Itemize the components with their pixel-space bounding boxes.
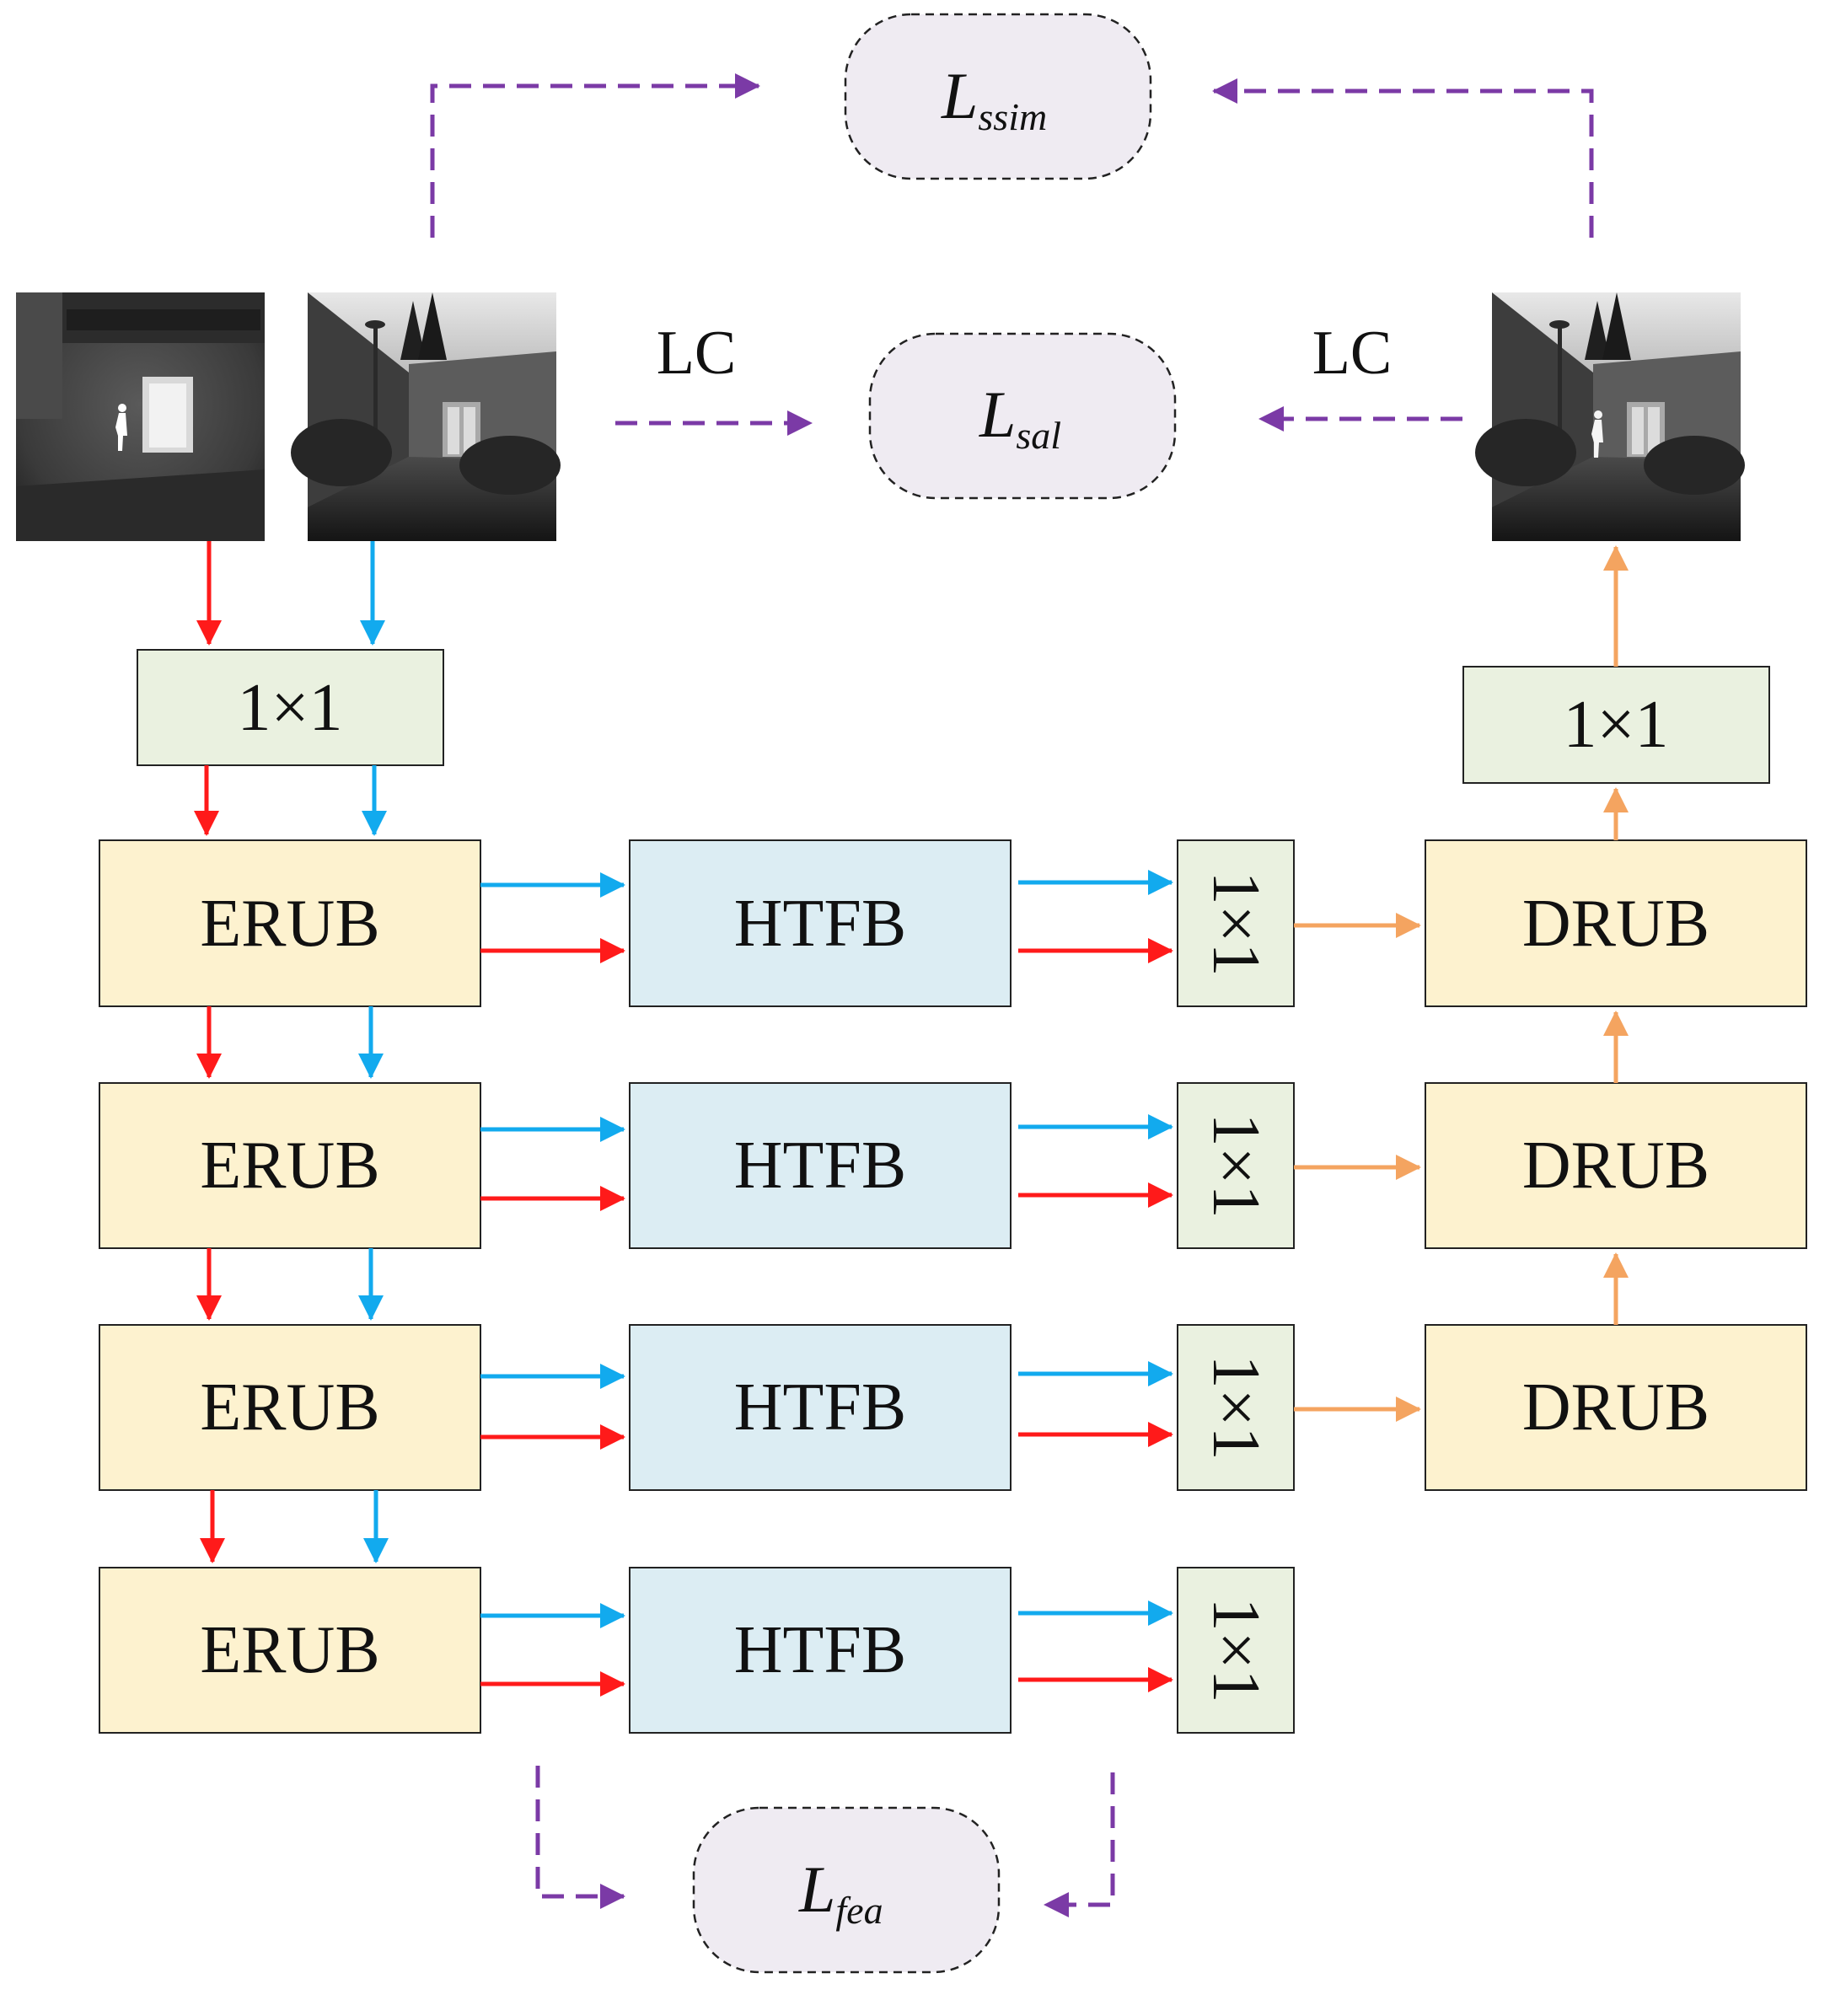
conv-label-4: 1×1 bbox=[1199, 1597, 1273, 1702]
loss-sal-symbol: L bbox=[979, 378, 1016, 451]
loss-sal-node: Lsal bbox=[868, 332, 1177, 500]
visible-to-ssim-arrow bbox=[430, 73, 761, 238]
htfb-block-4: HTFB bbox=[629, 1567, 1012, 1734]
encoder-to-fea-arrow bbox=[535, 1766, 626, 1909]
infrared-path-arrows bbox=[194, 541, 1174, 1697]
drub-block-3: DRUB bbox=[1425, 1324, 1807, 1491]
drub-label-2: DRUB bbox=[1522, 1129, 1709, 1203]
conv-label-3: 1×1 bbox=[1199, 1354, 1273, 1460]
lc-label-right: LC bbox=[1312, 319, 1393, 388]
loss-sal-subscript: sal bbox=[1016, 414, 1061, 457]
drub-label-1: DRUB bbox=[1522, 887, 1709, 961]
conv-column: 1×1 1×1 1×1 1×1 bbox=[1177, 839, 1295, 1734]
conv-out-label: 1×1 bbox=[1563, 688, 1668, 762]
decoder-column: DRUB DRUB DRUB bbox=[1425, 839, 1807, 1491]
loss-ssim-subscript: ssim bbox=[978, 95, 1047, 138]
lc-label-left: LC bbox=[657, 319, 737, 388]
encoder-column: ERUB ERUB ERUB ERUB bbox=[99, 839, 481, 1734]
svg-text:Lssim: Lssim bbox=[941, 59, 1047, 138]
erub-label-3: ERUB bbox=[200, 1370, 379, 1445]
erub-label-4: ERUB bbox=[200, 1613, 379, 1687]
loss-fea-node: Lfea bbox=[692, 1806, 1001, 1974]
loss-fea-subscript: fea bbox=[835, 1889, 883, 1932]
conv-label-2: 1×1 bbox=[1199, 1113, 1273, 1218]
infrared-image bbox=[16, 292, 265, 541]
erub-block-4: ERUB bbox=[99, 1567, 481, 1734]
visible-image bbox=[291, 292, 561, 541]
loss-arrows bbox=[430, 73, 1594, 1917]
loss-ssim-symbol: L bbox=[941, 59, 978, 132]
htfb-block-2: HTFB bbox=[629, 1082, 1012, 1249]
fused-image bbox=[1475, 292, 1745, 541]
fused-to-ssim-arrow bbox=[1211, 78, 1594, 238]
conv-label-1: 1×1 bbox=[1199, 871, 1273, 976]
erub-block-1: ERUB bbox=[99, 839, 481, 1007]
htfb-label-1: HTFB bbox=[734, 887, 907, 961]
erub-label-2: ERUB bbox=[200, 1129, 379, 1203]
visible-path-arrows bbox=[358, 541, 1174, 1628]
htfb-block-3: HTFB bbox=[629, 1324, 1012, 1491]
drub-label-3: DRUB bbox=[1522, 1370, 1709, 1445]
svg-text:Lfea: Lfea bbox=[798, 1852, 883, 1932]
erub-label-1: ERUB bbox=[200, 887, 379, 961]
htfb-label-3: HTFB bbox=[734, 1370, 907, 1445]
htfb-to-fea-arrow bbox=[1043, 1772, 1115, 1917]
fused-path-arrows bbox=[1294, 544, 1629, 1422]
erub-block-2: ERUB bbox=[99, 1082, 481, 1249]
conv-in-label: 1×1 bbox=[237, 671, 342, 745]
conv-block-3: 1×1 bbox=[1177, 1324, 1295, 1491]
fusion-column: HTFB HTFB HTFB HTFB bbox=[629, 839, 1012, 1734]
conv-out-block: 1×1 bbox=[1462, 666, 1770, 784]
svg-text:Lsal: Lsal bbox=[979, 378, 1061, 457]
conv-block-4: 1×1 bbox=[1177, 1567, 1295, 1734]
htfb-label-4: HTFB bbox=[734, 1613, 907, 1687]
htfb-block-1: HTFB bbox=[629, 839, 1012, 1007]
erub-block-3: ERUB bbox=[99, 1324, 481, 1491]
conv-block-1: 1×1 bbox=[1177, 839, 1295, 1007]
drub-block-2: DRUB bbox=[1425, 1082, 1807, 1249]
htfb-label-2: HTFB bbox=[734, 1129, 907, 1203]
conv-block-2: 1×1 bbox=[1177, 1082, 1295, 1249]
loss-fea-symbol: L bbox=[798, 1852, 835, 1926]
loss-ssim-node: Lssim bbox=[844, 13, 1152, 180]
conv-in-block: 1×1 bbox=[137, 649, 444, 766]
drub-block-1: DRUB bbox=[1425, 839, 1807, 1007]
